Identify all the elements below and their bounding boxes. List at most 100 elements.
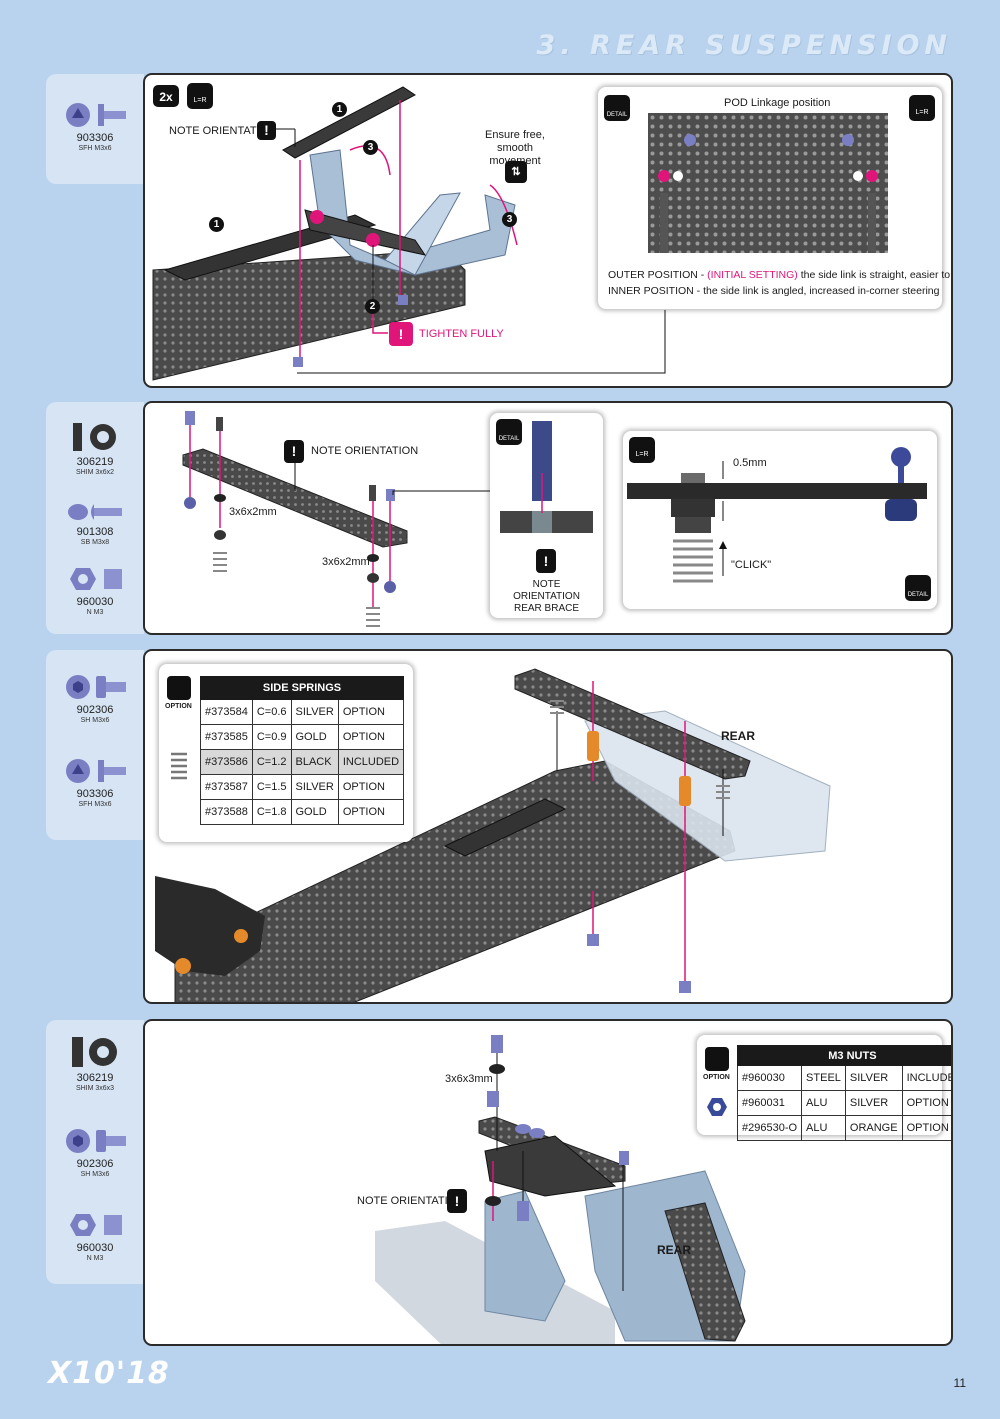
table-cell: #296530-O xyxy=(736,1115,803,1141)
warning-icon: ! xyxy=(536,549,556,573)
table-cell: OPTION xyxy=(337,774,405,800)
part-desc: SFH M3x6 xyxy=(78,145,112,152)
part-code: 902306 xyxy=(76,1158,114,1170)
table-cell: C=1.2 xyxy=(251,749,292,775)
table-cell: #373584 xyxy=(200,699,253,725)
note-orientation-label: NOTE ORIENTATION xyxy=(169,125,277,137)
left-right-same-icon: L=R xyxy=(187,83,213,109)
left-right-same-icon: L=R xyxy=(909,95,935,121)
page-title: 3. REAR SUSPENSION xyxy=(536,30,952,61)
rear-pod-assembly-illustration xyxy=(152,86,666,381)
warning-icon: ! xyxy=(257,121,276,140)
table-cell: C=0.6 xyxy=(251,699,292,725)
detail-magnify-icon: DETAIL xyxy=(496,419,522,445)
rear-brace-detail: DETAIL ! NOTE ORIENTATION REAR BRACE xyxy=(490,413,603,618)
part-code: 960030 xyxy=(76,1242,114,1254)
part-desc: SHIM 3x6x2 xyxy=(75,469,115,476)
step2-panel: ! NOTE ORIENTATION 3x6x2mm 3x6x2mm DETAI… xyxy=(143,401,953,635)
part-code: 903306 xyxy=(76,132,114,144)
step-number-2: 2 xyxy=(365,299,380,314)
flat-head-screw-icon xyxy=(66,103,126,127)
table-title: M3 NUTS xyxy=(737,1045,951,1066)
table-cell: #960030 xyxy=(736,1065,803,1091)
table-cell: SILVER xyxy=(844,1065,903,1091)
table-cell: ALU xyxy=(801,1090,846,1116)
table-cell: OPTION xyxy=(337,724,405,750)
detail-magnify-icon: DETAIL xyxy=(604,95,630,121)
table-cell: OPTION xyxy=(337,799,405,825)
page-number: 11 xyxy=(953,1376,966,1390)
flat-head-screw-icon xyxy=(66,759,126,783)
note-orientation-label: NOTE ORIENTATION xyxy=(357,1195,465,1207)
nut-icon xyxy=(70,568,122,590)
m3-nuts-option-box: OPTION M3 NUTS #960030STEELSILVERINCLUDE… xyxy=(697,1035,951,1141)
chassis-rear-assembly-illustration xyxy=(155,668,831,1002)
pod-linkage-detail: DETAIL L=R POD Linkage position OUTER PO… xyxy=(598,87,951,309)
part-item: 902306 SH M3x6 xyxy=(46,672,144,724)
nut-icon xyxy=(70,1214,122,1236)
table-cell: GOLD xyxy=(290,799,339,825)
click-label: "CLICK" xyxy=(731,559,772,571)
table-cell: OPTION xyxy=(337,699,405,725)
tighten-warning-icon: ! xyxy=(389,322,413,346)
shim-icon xyxy=(72,1037,117,1067)
part-item: 960030 N M3 xyxy=(46,1210,144,1262)
table-cell: SILVER xyxy=(290,774,339,800)
detail-magnify-icon: DETAIL xyxy=(905,575,931,601)
table-row: #960030STEELSILVERINCLUDED xyxy=(736,1065,951,1091)
inner-position-text: INNER POSITION - the side link is angled… xyxy=(608,285,940,297)
parts-panel-step1: 903306 SFH M3x6 xyxy=(46,74,144,184)
table-cell: ALU xyxy=(801,1115,846,1141)
step-number-1: 1 xyxy=(209,217,224,232)
table-cell: #960031 xyxy=(736,1090,803,1116)
part-item: 903306 SFH M3x6 xyxy=(46,756,144,808)
table-cell: C=0.9 xyxy=(251,724,292,750)
socket-head-screw-icon xyxy=(66,675,126,699)
warning-icon: ! xyxy=(447,1189,467,1213)
table-cell: STEEL xyxy=(801,1065,846,1091)
m3-nuts-table: M3 NUTS #960030STEELSILVERINCLUDED #9600… xyxy=(736,1045,951,1141)
outer-position-highlight: (INITIAL SETTING) xyxy=(707,269,798,281)
brace-section-illustration xyxy=(500,421,593,533)
table-cell: #373585 xyxy=(200,724,253,750)
shim-label-a: 3x6x2mm xyxy=(229,506,277,518)
shock-ball-gap-detail: L=R 0.5mm "CLICK" DETAIL xyxy=(623,431,937,609)
shim-label: 3x6x3mm xyxy=(445,1073,493,1085)
part-desc: N M3 xyxy=(86,609,104,616)
part-item: 902306 SH M3x6 xyxy=(46,1126,144,1178)
table-cell: BLACK xyxy=(290,749,339,775)
option-label: OPTION xyxy=(165,703,192,710)
part-code: 306219 xyxy=(76,456,114,468)
step-number-3: 3 xyxy=(363,140,378,155)
part-desc: SH M3x6 xyxy=(80,717,110,724)
parts-panel-step2: 306219 SHIM 3x6x2 901308 SB M3x8 960030 … xyxy=(46,402,144,634)
thumbs-up-icon xyxy=(705,1047,729,1071)
table-cell: C=1.8 xyxy=(251,799,292,825)
table-cell: SILVER xyxy=(844,1090,903,1116)
part-code: 902306 xyxy=(76,704,114,716)
outer-position-prefix: OUTER POSITION - xyxy=(608,269,708,281)
detail-badge-label: DETAIL xyxy=(606,112,628,118)
note-orientation-rear-brace-label: NOTE ORIENTATION REAR BRACE xyxy=(513,579,580,614)
rear-label: REAR xyxy=(721,729,756,743)
part-item: 306219 SHIM 3x6x3 xyxy=(46,1034,144,1092)
part-item: 960030 N M3 xyxy=(46,564,144,616)
nut-icon xyxy=(707,1098,727,1116)
outer-position-text: OUTER POSITION - (INITIAL SETTING) the s… xyxy=(608,269,951,281)
part-desc: SFH M3x6 xyxy=(78,801,112,808)
lr-label: L=R xyxy=(193,97,207,104)
table-cell: ORANGE xyxy=(844,1115,903,1141)
part-code: 903306 xyxy=(76,788,114,800)
pod-linkage-plate-illustration xyxy=(648,113,888,253)
table-cell: INCLUDED xyxy=(901,1065,951,1091)
rear-label: REAR xyxy=(657,1243,692,1257)
movement-icon: ⇅ xyxy=(505,161,527,183)
